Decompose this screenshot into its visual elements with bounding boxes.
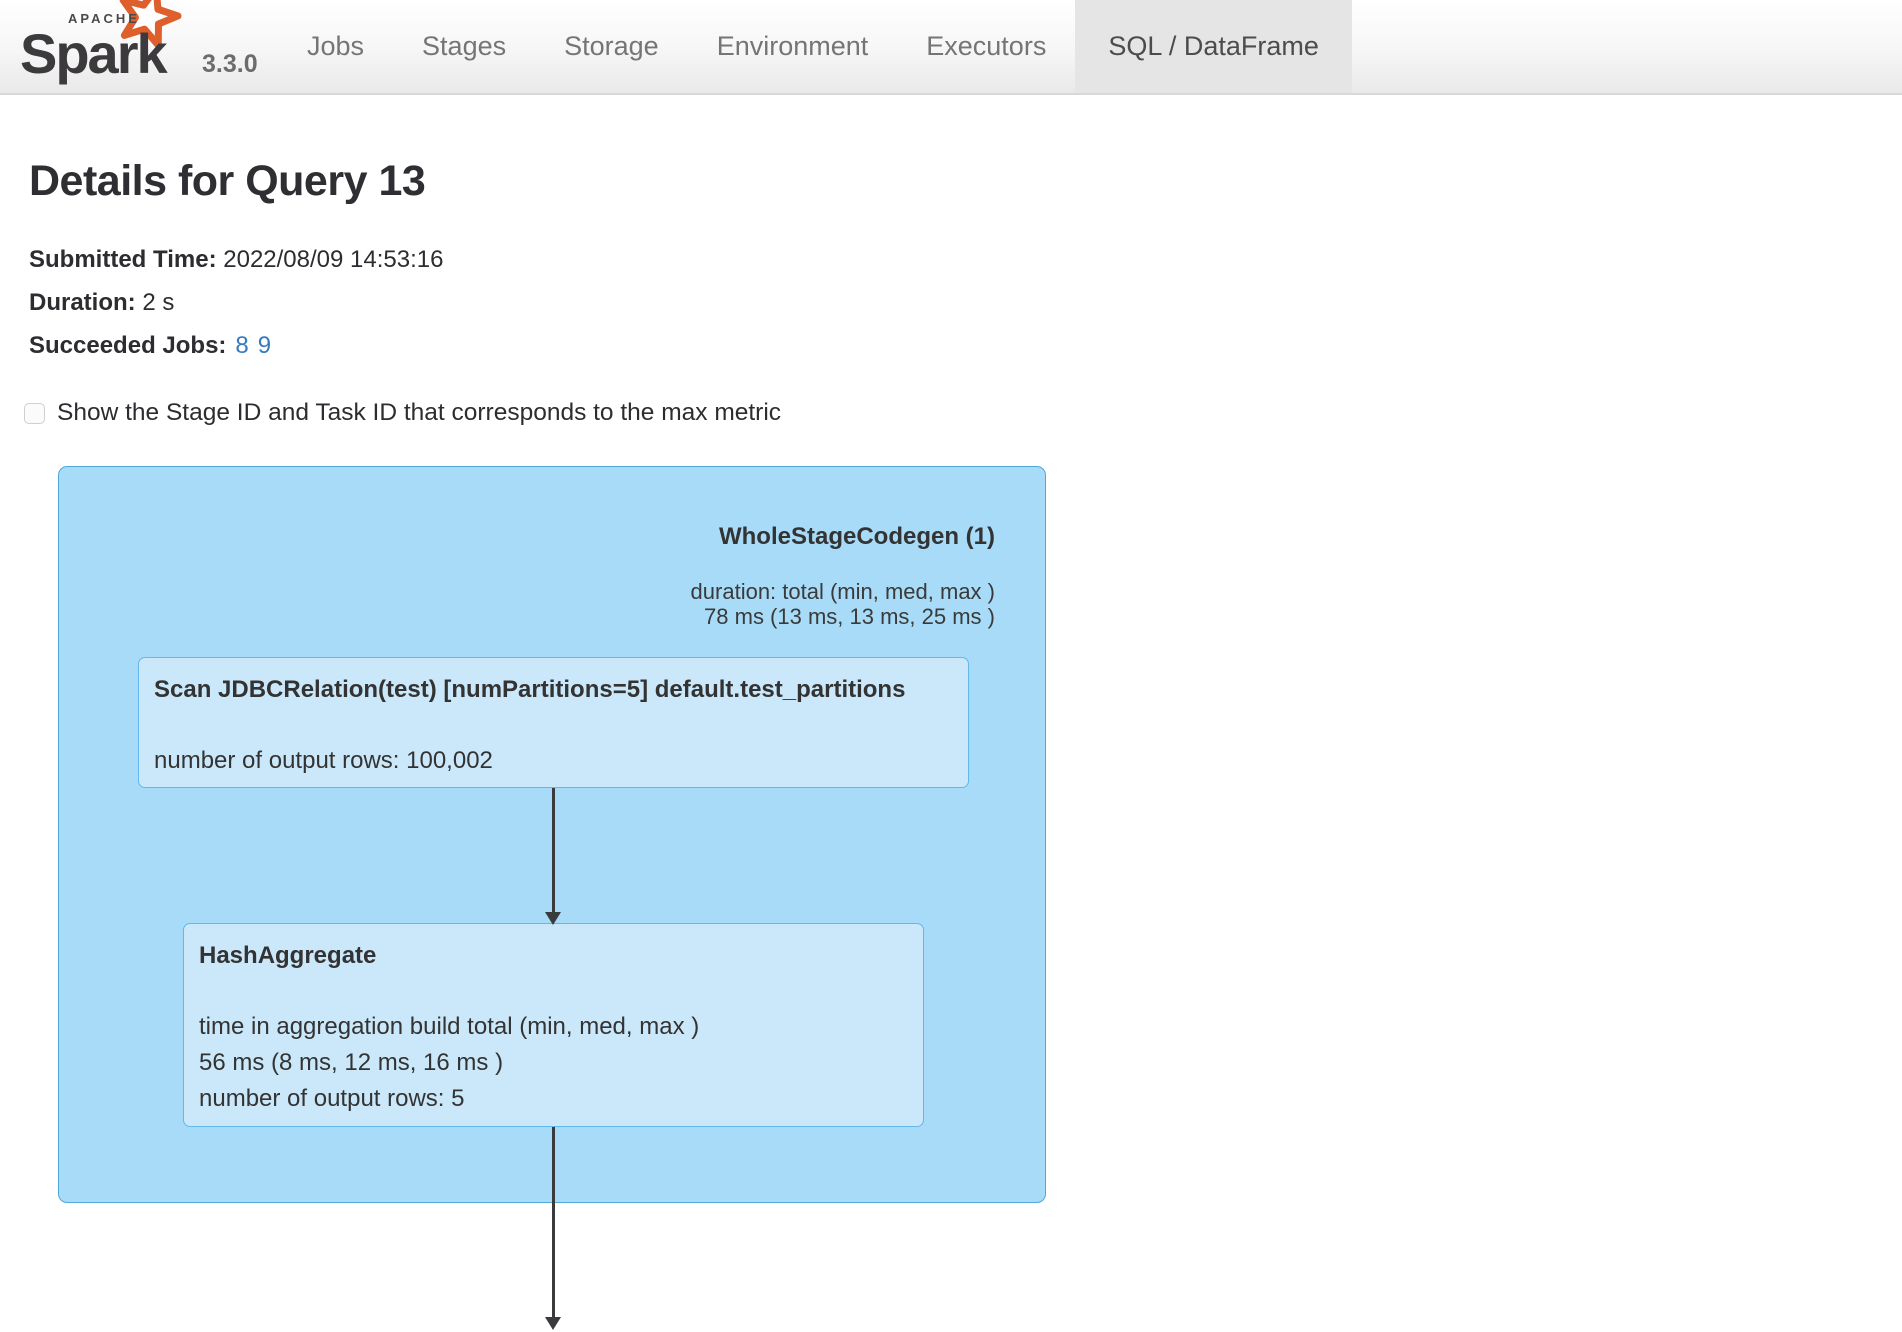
spark-star-icon — [119, 0, 182, 49]
cluster-metric-line: 78 ms (13 ms, 13 ms, 25 ms ) — [704, 604, 995, 629]
nav-tabs: Jobs Stages Storage Environment Executor… — [278, 0, 1352, 93]
edge-arrow-line — [552, 1127, 555, 1317]
tab-jobs[interactable]: Jobs — [307, 31, 365, 61]
tab-sql-dataframe[interactable]: SQL / DataFrame — [1075, 0, 1352, 93]
plan-node-metric-line: time in aggregation build total (min, me… — [199, 1013, 700, 1040]
spark-version: 3.3.0 — [202, 50, 258, 78]
query-details: Submitted Time: 2022/08/09 14:53:16 Dura… — [29, 238, 1902, 367]
cluster-metrics: duration: total (min, med, max ) 78 ms (… — [691, 579, 995, 629]
plan-node-title: HashAggregate — [199, 942, 377, 969]
spark-logo-icon: APACHE Spark — [20, 0, 182, 85]
duration-value: 2 s — [142, 289, 175, 316]
plan-node-metric-line: number of output rows: 100,002 — [154, 747, 493, 774]
plan-node-metrics: time in aggregation build total (min, me… — [199, 1009, 908, 1117]
submitted-time-label: Submitted Time: — [29, 246, 217, 273]
plan-node-metrics: number of output rows: 100,002 — [154, 743, 953, 779]
page-title: Details for Query 13 — [29, 157, 426, 205]
plan-node-metric-line: 56 ms (8 ms, 12 ms, 16 ms ) — [199, 1049, 504, 1076]
tab-executors[interactable]: Executors — [926, 31, 1047, 61]
navbar: APACHE Spark 3.3.0 Jobs Stages Storage E… — [0, 0, 1902, 95]
plan-node-metric-line: number of output rows: 5 — [199, 1085, 465, 1112]
cluster-metric-line: duration: total (min, med, max ) — [690, 579, 995, 604]
duration-label: Duration: — [29, 289, 136, 316]
plan-node-hashaggregate: HashAggregate time in aggregation build … — [183, 923, 924, 1127]
max-metric-toggle-row: Show the Stage ID and Task ID that corre… — [24, 399, 1902, 427]
duration-row: Duration: 2 s — [29, 281, 1902, 324]
logo-spark-text: Spark — [20, 22, 168, 85]
job-link-9[interactable]: 9 — [257, 332, 272, 359]
job-link-8[interactable]: 8 — [235, 332, 249, 359]
tab-environment[interactable]: Environment — [716, 31, 869, 61]
submitted-time-value: 2022/08/09 14:53:16 — [223, 246, 444, 273]
cluster-label: WholeStageCodegen (1) duration: total (m… — [691, 523, 995, 629]
plan-node-scan-jdbcrelation: Scan JDBCRelation(test) [numPartitions=5… — [138, 657, 969, 788]
plan-node-title: Scan JDBCRelation(test) [numPartitions=5… — [154, 676, 906, 703]
cluster-title: WholeStageCodegen (1) — [718, 523, 995, 550]
main-content: Details for Query 13 Submitted Time: 202… — [0, 95, 1902, 427]
edge-arrow-line — [552, 788, 555, 912]
succeeded-jobs-label: Succeeded Jobs: — [29, 332, 227, 359]
max-metric-checkbox[interactable] — [24, 402, 45, 424]
submitted-time-row: Submitted Time: 2022/08/09 14:53:16 — [29, 238, 1902, 281]
tab-storage[interactable]: Storage — [564, 31, 659, 61]
edge-arrowhead-icon — [545, 912, 561, 925]
max-metric-checkbox-label: Show the Stage ID and Task ID that corre… — [57, 399, 782, 426]
edge-arrowhead-icon — [545, 1317, 561, 1330]
spark-brand: APACHE Spark 3.3.0 — [0, 0, 278, 93]
logo-apache-text: APACHE — [68, 11, 140, 26]
tab-stages[interactable]: Stages — [422, 31, 507, 61]
